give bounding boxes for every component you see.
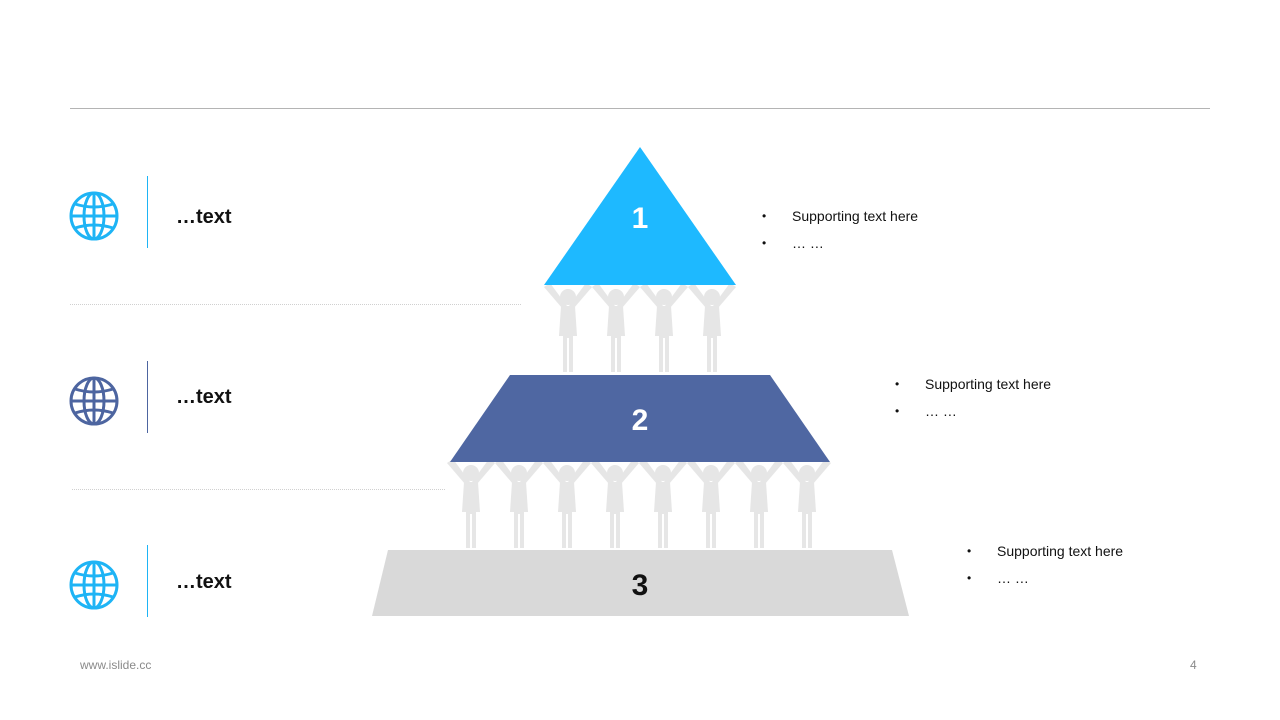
globe-icon bbox=[69, 560, 119, 610]
level-number-2: 2 bbox=[632, 404, 649, 437]
bullet-item: … … bbox=[895, 402, 1051, 429]
page-number: 4 bbox=[1190, 658, 1197, 672]
bullet-item: Supporting text here bbox=[762, 207, 918, 234]
row-separator bbox=[147, 176, 148, 248]
globe-icon bbox=[69, 376, 119, 426]
footer-url: www.islide.cc bbox=[80, 658, 152, 672]
row-separator bbox=[147, 545, 148, 617]
supporting-list-1: Supporting text here … … bbox=[762, 207, 918, 261]
supporting-people-top bbox=[544, 283, 736, 372]
row-divider bbox=[72, 489, 445, 490]
bullet-item: … … bbox=[762, 234, 918, 261]
supporting-list-2: Supporting text here … … bbox=[895, 375, 1051, 429]
level-number-3: 3 bbox=[632, 569, 649, 602]
pyramid-level-3 bbox=[372, 550, 909, 616]
supporting-people-bottom bbox=[447, 459, 831, 548]
row-label: …text bbox=[176, 571, 232, 593]
pyramid-level-2 bbox=[450, 375, 830, 462]
pyramid-level-1 bbox=[544, 147, 736, 285]
row-label: …text bbox=[176, 206, 232, 228]
row-separator bbox=[147, 361, 148, 433]
row-divider bbox=[70, 304, 521, 305]
header-divider bbox=[70, 108, 1210, 109]
bullet-item: Supporting text here bbox=[895, 375, 1051, 402]
globe-icon bbox=[69, 191, 119, 241]
bullet-item: Supporting text here bbox=[967, 542, 1123, 569]
level-number-1: 1 bbox=[632, 202, 649, 235]
row-label: …text bbox=[176, 386, 232, 408]
bullet-item: … … bbox=[967, 569, 1123, 596]
supporting-list-3: Supporting text here … … bbox=[967, 542, 1123, 596]
